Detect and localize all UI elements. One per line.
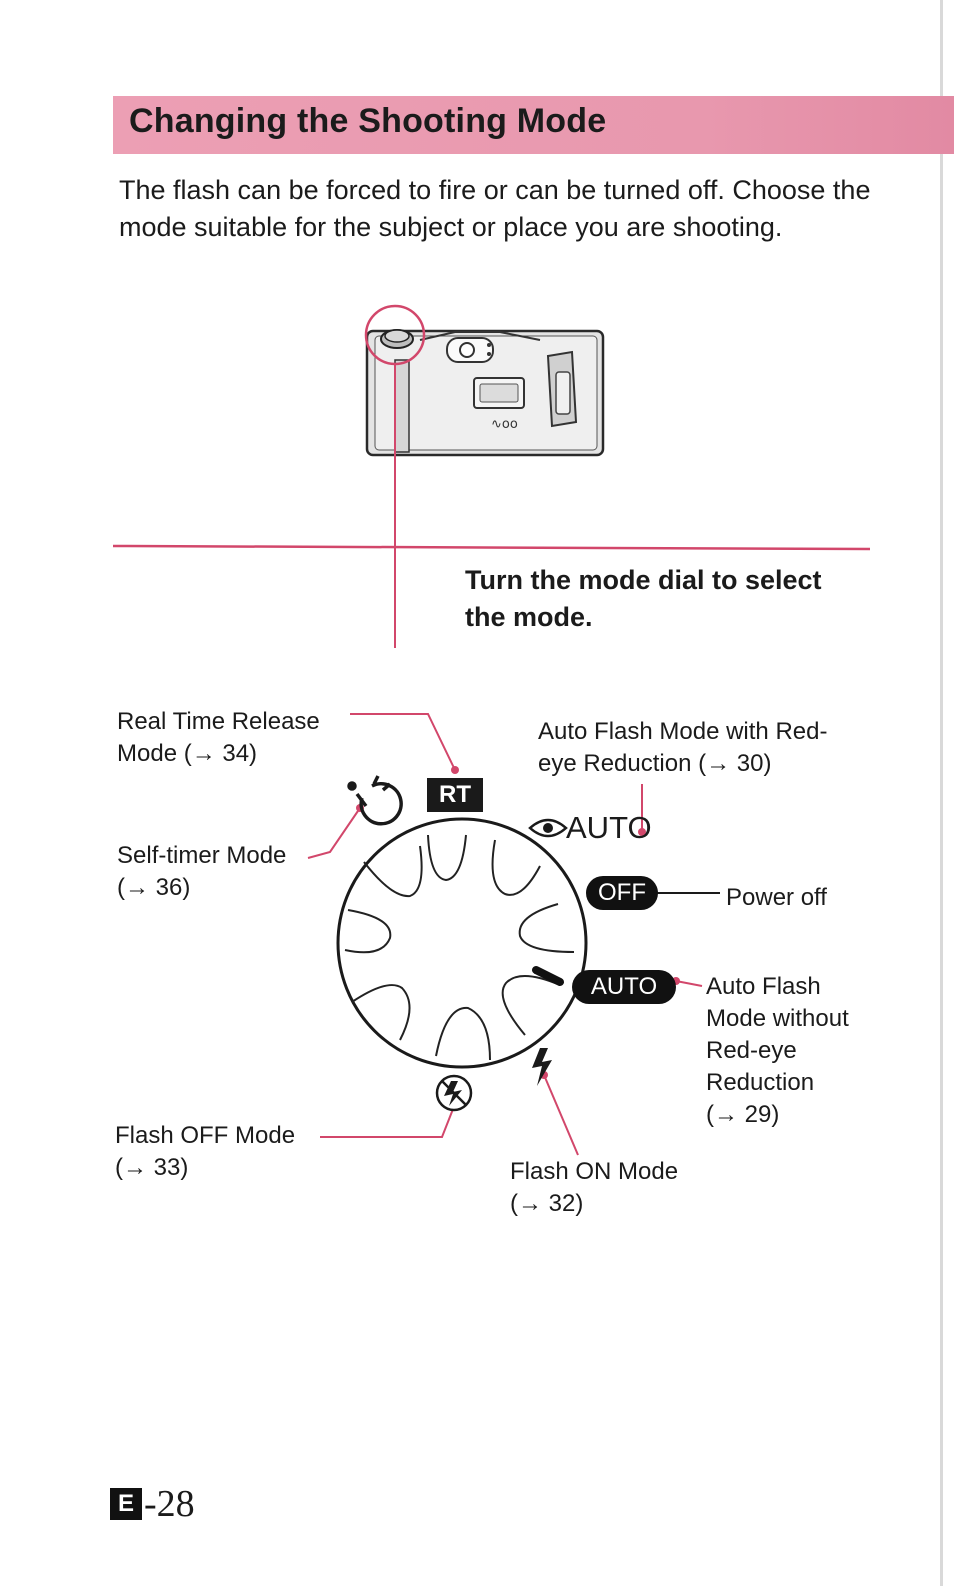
flash-on-label: Flash ON Mode (→ 32) bbox=[510, 1158, 679, 1217]
auto-mode-badge: AUTO bbox=[572, 970, 676, 1004]
page-title: Changing the Shooting Mode bbox=[129, 102, 607, 140]
real-time-release-label: Real Time Release Mode (→ 34) bbox=[117, 708, 320, 767]
auto-flash-label: Auto Flash Mode without Red-eye Reductio… bbox=[706, 973, 849, 1128]
self-timer-icon bbox=[347, 775, 403, 826]
instruction-text: Turn the mode dial to select the mode. bbox=[465, 565, 822, 632]
section-letter-badge: E bbox=[110, 1488, 142, 1520]
mode-dial-diagram bbox=[307, 713, 720, 1156]
red-eye-icon bbox=[528, 818, 568, 838]
section-divider bbox=[112, 544, 871, 551]
page-number: E -28 bbox=[110, 1483, 195, 1525]
page-edge bbox=[940, 0, 943, 1586]
camera-icon: ∿oo bbox=[365, 329, 605, 457]
page-digits: -28 bbox=[144, 1483, 195, 1525]
off-mode-badge: OFF bbox=[586, 876, 658, 910]
mode-dial bbox=[336, 817, 588, 1069]
flash-off-label: Flash OFF Mode (→ 33) bbox=[115, 1122, 296, 1181]
section-title-bar: Changing the Shooting Mode bbox=[113, 96, 954, 154]
power-off-label: Power off bbox=[726, 884, 827, 911]
camera-illustration: ∿oo bbox=[112, 304, 871, 648]
flash-on-icon bbox=[532, 1048, 552, 1086]
red-eye-label: Auto Flash Mode with Red- eye Reduction … bbox=[538, 718, 828, 777]
intro-paragraph: The flash can be forced to fire or can b… bbox=[119, 175, 871, 242]
svg-text:∿oo: ∿oo bbox=[491, 417, 518, 432]
flash-off-icon bbox=[435, 1074, 473, 1112]
self-timer-label: Self-timer Mode (→ 36) bbox=[117, 842, 287, 901]
red-eye-auto-text: AUTO bbox=[566, 810, 652, 845]
rt-mode-badge: RT bbox=[427, 778, 483, 812]
